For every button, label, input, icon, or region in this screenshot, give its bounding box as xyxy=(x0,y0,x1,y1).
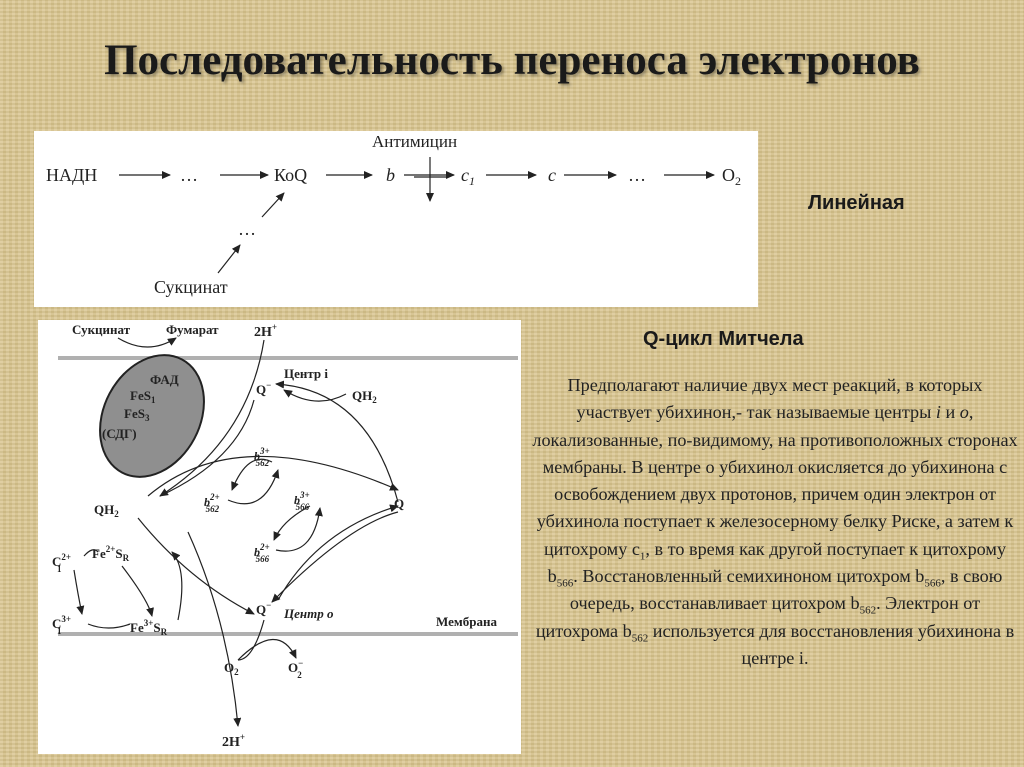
arrow-fe-red-to-ox xyxy=(121,565,154,617)
b562-red-label: b2+562 xyxy=(204,492,220,514)
arrow-b566-red xyxy=(273,505,311,541)
antimycin-label: Антимицин xyxy=(372,132,457,151)
fad-label: ФАД xyxy=(150,372,179,387)
arrow-succinate-fumarate xyxy=(117,337,177,348)
arrow-dots-koq-branch xyxy=(261,192,285,218)
sdh-complex xyxy=(99,354,205,478)
arrow-to-h-bottom xyxy=(187,531,242,727)
q-minus-i-label: Q− xyxy=(256,380,271,397)
linear-chain-diagram: НАДН … КоQ b c1 c … O2 Антимицин … Сукци… xyxy=(46,132,741,297)
q-cycle-panel: ФАД FeS1 FeS3 (СДГ) Сукцинат Фумарат 2H+… xyxy=(38,320,521,754)
q-cycle-label: Q-цикл Митчела xyxy=(643,328,804,350)
c1-ox-label: C3+1 xyxy=(52,614,71,636)
fes3-label: FeS3 xyxy=(124,406,150,423)
center-i-label: Центр i xyxy=(284,366,328,381)
arrow-qminus-qh2 xyxy=(283,389,347,402)
arrow-c1-fe-top xyxy=(83,549,99,557)
arrow-h-to-qh2 xyxy=(159,339,265,497)
sdg-label: (СДГ) xyxy=(102,426,137,441)
arrow-b566-ox xyxy=(275,507,323,552)
membrane-top-line xyxy=(58,356,518,360)
qh2-label: QH2 xyxy=(94,502,119,519)
b566-ox-label: b3+566 xyxy=(294,490,310,512)
c-label: c xyxy=(548,165,556,185)
arrow-succinate-dots xyxy=(217,244,241,274)
q-minus-o-label: Q− xyxy=(256,600,271,617)
o2-label: O2 xyxy=(224,660,239,677)
center-o-label: Центр o xyxy=(283,606,334,621)
q-label: Q xyxy=(394,496,404,511)
c1-label: c1 xyxy=(461,165,475,188)
arrow-c1-fe-bottom xyxy=(87,623,131,629)
arrow-b562-ox xyxy=(227,469,280,505)
arrow-qh2-to-q-top xyxy=(147,455,399,497)
succinate-q-label: Сукцинат xyxy=(72,322,131,337)
dots-2: … xyxy=(628,165,646,185)
linear-label: Линейная xyxy=(808,192,905,214)
fumarate-label: Фумарат xyxy=(166,322,219,337)
q-cycle-diagram: ФАД FeS1 FeS3 (СДГ) Сукцинат Фумарат 2H+… xyxy=(52,322,518,750)
membrane-bottom-line xyxy=(58,632,518,636)
o2-minus-label: O−2 xyxy=(288,658,303,680)
arrow-q-to-center-o xyxy=(271,511,399,603)
dots-1: … xyxy=(180,165,198,185)
koq-label: КоQ xyxy=(274,165,307,185)
membrane-label: Мембрана xyxy=(436,614,497,629)
c1-red-label: C2+1 xyxy=(52,552,71,574)
arrow-o2-to-superoxide xyxy=(237,638,297,661)
dots-3: … xyxy=(238,219,256,239)
fes1-label: FeS1 xyxy=(130,388,156,405)
arrow-o2-reaction xyxy=(237,619,265,661)
arrow-q-to-qminus xyxy=(275,380,399,503)
o2-label: O2 xyxy=(722,165,741,188)
nadh-label: НАДН xyxy=(46,165,97,185)
arrow-c1-down xyxy=(73,569,85,615)
linear-chain-panel: НАДН … КоQ b c1 c … O2 Антимицин … Сукци… xyxy=(34,131,758,307)
succinate-label: Сукцинат xyxy=(154,277,228,297)
b566-red-label: b2+566 xyxy=(254,542,270,564)
arrow-qminus-to-qh2 xyxy=(159,399,255,497)
qh2-i-label: QH2 xyxy=(352,388,377,405)
b-label: b xyxy=(386,165,395,185)
fe-red-label: Fe2+SR xyxy=(92,544,130,563)
arrow-fe-ox-to-red xyxy=(171,551,183,621)
arrow-b562-red xyxy=(231,458,273,491)
arrow-center-o-to-q xyxy=(277,504,399,601)
h-top-label: 2H+ xyxy=(254,322,277,340)
page-title: Последовательность переноса электронов xyxy=(104,37,920,84)
description-text: Предполагают наличие двух мест реакций, … xyxy=(532,375,1018,668)
fe-ox-label: Fe3+SR xyxy=(130,618,168,637)
h-bottom-label: 2H+ xyxy=(222,732,245,750)
arrow-qh2-to-center-o xyxy=(137,517,255,615)
